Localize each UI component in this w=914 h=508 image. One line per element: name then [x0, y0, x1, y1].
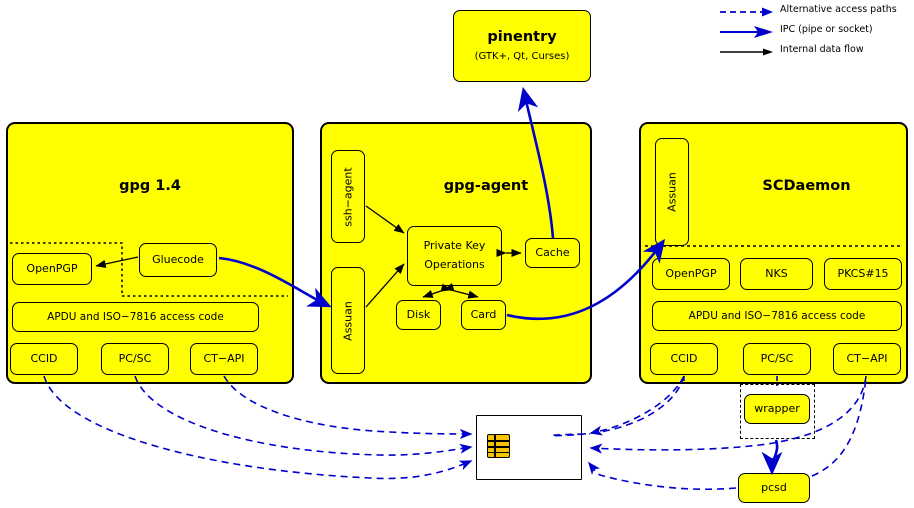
- pinentry-title: pinentry: [487, 29, 557, 46]
- scdaemon-title: SCDaemon: [762, 178, 851, 194]
- gpg-openpgp-box[interactable]: OpenPGP: [12, 253, 92, 285]
- scdaemon-driver-ctapi-label: CT−API: [846, 351, 888, 365]
- cache-box[interactable]: Cache: [525, 238, 580, 268]
- disk-box[interactable]: Disk: [396, 300, 441, 330]
- private-key-operations-line2: Operations: [424, 258, 485, 271]
- legend-marker-ipc-icon: [720, 26, 773, 38]
- gpg-gluecode-box[interactable]: Gluecode: [139, 243, 217, 277]
- legend-row-internal: Internal data flow: [718, 42, 908, 62]
- wrapper-label: wrapper: [754, 401, 800, 415]
- scdaemon-apdu-box[interactable]: APDU and ISO−7816 access code: [652, 301, 902, 331]
- gpg-gluecode-label: Gluecode: [152, 252, 204, 266]
- gpg-apdu-box[interactable]: APDU and ISO−7816 access code: [12, 302, 259, 332]
- legend-label-ipc: IPC (pipe or socket): [780, 24, 873, 35]
- card-box[interactable]: Card: [461, 300, 506, 330]
- scdaemon-driver-ctapi[interactable]: CT−API: [833, 343, 901, 375]
- gpg-driver-pcsc-label: PC/SC: [118, 351, 152, 365]
- gpg-apdu-label: APDU and ISO−7816 access code: [47, 310, 224, 323]
- card-label: Card: [470, 307, 497, 321]
- scdaemon-app-openpgp[interactable]: OpenPGP: [652, 258, 730, 290]
- gpg-driver-ctapi[interactable]: CT−API: [190, 343, 258, 375]
- gpg-driver-ctapi-label: CT−API: [203, 351, 245, 365]
- legend: Alternative access paths IPC (pipe or so…: [718, 2, 908, 62]
- pinentry-box[interactable]: pinentry (GTK+, Qt, Curses): [453, 10, 591, 82]
- legend-label-internal: Internal data flow: [780, 44, 864, 55]
- pinentry-backends: (GTK+, Qt, Curses): [474, 51, 570, 63]
- gpg-agent-ssh-agent-box[interactable]: ssh−agent: [331, 150, 365, 243]
- legend-row-ipc: IPC (pipe or socket): [718, 22, 908, 42]
- scdaemon-app-nks[interactable]: NKS: [740, 258, 813, 290]
- scdaemon-assuan-box[interactable]: Assuan: [655, 138, 689, 246]
- scdaemon-app-pkcs15-label: PKCS#15: [837, 266, 889, 280]
- legend-label-alt-access: Alternative access paths: [780, 4, 897, 15]
- scdaemon-driver-pcsc[interactable]: PC/SC: [743, 343, 811, 375]
- scdaemon-driver-pcsc-label: PC/SC: [760, 351, 794, 365]
- gpg-driver-ccid-label: CCID: [30, 351, 58, 365]
- scdaemon-driver-ccid-label: CCID: [670, 351, 698, 365]
- scdaemon-apdu-label: APDU and ISO−7816 access code: [688, 309, 866, 322]
- scdaemon-assuan-label: Assuan: [665, 172, 679, 212]
- wrapper-box[interactable]: wrapper: [744, 394, 810, 424]
- gpg-agent-assuan-box[interactable]: Assuan: [331, 267, 365, 374]
- private-key-operations-box[interactable]: Private Key Operations: [407, 226, 502, 286]
- private-key-operations-line1: Private Key: [423, 239, 486, 253]
- legend-marker-alt-access-icon: [720, 7, 773, 17]
- scdaemon-app-pkcs15[interactable]: PKCS#15: [824, 258, 902, 290]
- legend-row-alt-access: Alternative access paths: [718, 2, 908, 22]
- scdaemon-driver-ccid[interactable]: CCID: [650, 343, 718, 375]
- gpg-agent-assuan-label: Assuan: [341, 300, 355, 341]
- pcsd-box[interactable]: pcsd: [738, 473, 810, 503]
- gpg-agent-title: gpg-agent: [443, 178, 529, 194]
- gpg-driver-pcsc[interactable]: PC/SC: [101, 343, 169, 375]
- gpg-agent-ssh-agent-label: ssh−agent: [341, 166, 355, 227]
- disk-label: Disk: [406, 307, 431, 321]
- gpg-openpgp-label: OpenPGP: [26, 261, 78, 275]
- scdaemon-app-openpgp-label: OpenPGP: [665, 266, 717, 280]
- gpg-driver-ccid[interactable]: CCID: [10, 343, 78, 375]
- smartcard-chip-icon: [487, 434, 510, 458]
- cache-label: Cache: [535, 245, 570, 259]
- legend-marker-internal-icon: [720, 48, 773, 56]
- scdaemon-app-nks-label: NKS: [765, 266, 788, 280]
- gpg-title: gpg 1.4: [119, 178, 181, 194]
- pcsd-label: pcsd: [761, 480, 787, 494]
